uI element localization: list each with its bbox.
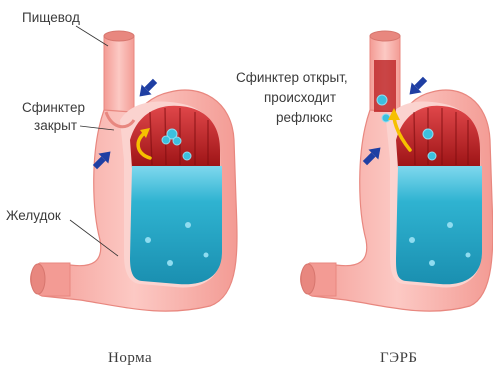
esophagus-opening bbox=[104, 31, 134, 41]
label-sphincter-closed-2: закрыт bbox=[34, 118, 77, 134]
leader-esophagus bbox=[76, 26, 108, 46]
esophagus-tube bbox=[104, 36, 134, 120]
stomach-acid bbox=[396, 166, 482, 284]
label-esophagus: Пищевод bbox=[22, 10, 80, 26]
caption-gerd: ГЭРБ bbox=[380, 350, 418, 367]
normal-stomach bbox=[31, 26, 238, 311]
label-sphincter-closed-1: Сфинктер bbox=[22, 100, 85, 116]
label-sphincter-open-2: происходит bbox=[264, 90, 336, 106]
label-sphincter-open-3: рефлюкс bbox=[276, 110, 333, 126]
stomach-acid bbox=[130, 166, 222, 284]
esophagus-opening bbox=[370, 31, 400, 41]
caption-normal: Норма bbox=[108, 350, 152, 367]
label-sphincter-open-1: Сфинктер открыт, bbox=[236, 70, 348, 86]
label-stomach: Желудок bbox=[6, 208, 61, 224]
